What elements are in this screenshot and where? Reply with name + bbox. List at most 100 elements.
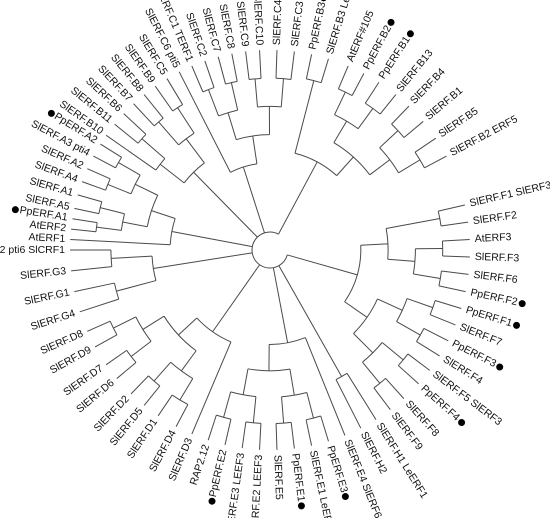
tree-branch [424,155,447,169]
tree-branch [212,264,261,333]
leaf-marker-dot [518,300,526,308]
tree-branch [70,239,171,246]
tree-branch [130,375,149,395]
tree-branch [377,298,403,311]
tree-branch [230,82,239,111]
tree-branch [116,362,137,379]
tree-branch [87,168,111,180]
tree-branch [398,365,419,385]
tree-branch [207,89,220,117]
tree-branch [185,138,205,164]
tree-arc [275,77,292,80]
tree-branch [100,207,125,215]
tree-branch [81,181,106,191]
tree-branch [105,349,127,366]
tree-branch [294,80,315,154]
tree-branch [151,210,176,219]
tree-branch [177,107,195,134]
tree-branches [70,50,470,450]
leaf-label: PpERF.E1 [289,453,307,503]
tree-branch [191,341,232,435]
tree-branch [118,162,141,176]
tree-arc [105,178,111,191]
tree-branch [423,327,449,342]
tree-branch [171,230,253,248]
tree-arc [259,264,274,269]
tree-branch [72,218,98,224]
tree-arc [115,157,123,169]
tree-arc [155,158,166,171]
tree-branch [143,94,164,119]
tree-arc [230,391,256,398]
tree-branch [289,369,295,396]
tree-branch [223,391,232,418]
leaf-marker-dot [458,419,466,426]
tree-branch [403,121,424,138]
leaf-label: SlERF.F6 [473,269,519,286]
leaf-label: SlERF.G2 pti6 SlCRF1 [0,244,65,256]
leaf-label: PpERF.E2 [207,448,230,498]
tree-branch [123,113,147,135]
leaf-label: SlERF.G4 [29,307,77,333]
tree-branch [87,320,111,332]
tree-branch [231,53,238,82]
leaf-label: PpERF.F2 [469,287,518,309]
tree-branch [275,423,278,450]
tree-branch [414,137,437,153]
tree-branch [153,252,253,269]
tree-branch [381,342,404,361]
tree-branch [272,267,289,343]
tree-arc [148,375,161,387]
tree-branch [442,239,470,242]
tree-branch [207,414,217,441]
leaf-marker-dot [320,0,327,2]
tree-branch [320,58,329,83]
tree-branch [334,91,346,115]
leaf-label: SlERF.F1 SlERF36 [468,178,550,210]
tree-arc [276,421,292,424]
tree-arc [183,162,205,184]
tree-branch [141,138,166,159]
tree-arc [305,415,321,421]
tree-arc [294,152,338,176]
tree-branch [346,373,377,420]
tree-branch [153,361,172,382]
tree-branch [252,396,257,423]
tree-branch [71,266,112,272]
tree-arc [251,236,258,247]
tree-arc [130,174,141,195]
leaf-marker-dot [11,206,19,214]
tree-branch [96,226,122,231]
leaf-marker-dot [406,30,414,38]
tree-branch [290,422,295,449]
tree-arc [278,254,288,267]
leaf-label: PpERF.B3 [307,1,329,51]
tree-branch [441,270,469,275]
leaf-label: AtERF1 [28,231,65,245]
tree-arc [153,117,164,127]
tree-branch [360,243,388,246]
tree-arc [109,320,118,336]
leaf-marker-dot [297,502,305,510]
leaf-label: SlERF.C10 [251,0,266,46]
tree-branch [440,221,469,227]
tree-branch [105,134,157,171]
tree-branch [336,156,354,176]
tree-branch [391,105,410,125]
tree-arc [273,265,280,269]
tree-branch [305,54,313,79]
tree-branch [275,50,278,79]
tree-branch [135,183,158,196]
leaf-label: SlERF.C4 TSRF1 [271,0,286,45]
tree-branch [320,415,329,442]
tree-branch [107,183,132,195]
tree-arc [257,232,265,238]
tree-arc [264,231,279,235]
tree-branch [111,255,153,259]
leaf-label: SlERF.G1 [23,287,71,308]
tree-branch [259,423,262,450]
tree-arc [110,249,113,267]
tree-branch [416,341,440,357]
